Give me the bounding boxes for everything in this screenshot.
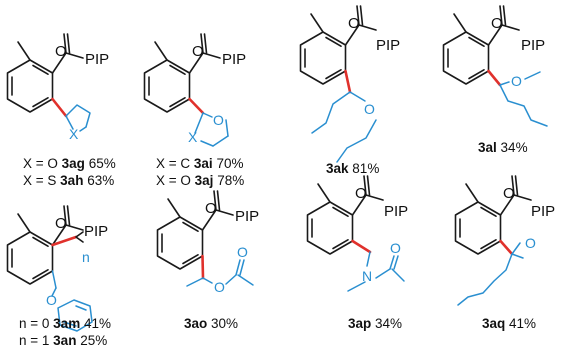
svg-text:X: X xyxy=(69,126,79,142)
caption-3ao: 3ao 30% xyxy=(184,316,238,331)
structure-3ai-3aj: O PIP O X xyxy=(143,33,246,147)
svg-text:O: O xyxy=(525,235,536,251)
svg-text:O: O xyxy=(390,240,401,256)
caption-3ah: X = S 3ah 63% xyxy=(23,173,114,188)
svg-text:X = S 3ah 63%: X = S 3ah 63% xyxy=(23,173,114,188)
svg-text:n = 0 3am 41%: n = 0 3am 41% xyxy=(19,316,111,331)
svg-text:3ap 34%: 3ap 34% xyxy=(348,316,402,331)
svg-text:X = C 3ai 70%: X = C 3ai 70% xyxy=(156,156,243,171)
caption-3ak: 3ak 81% xyxy=(326,161,379,176)
svg-text:X = O 3aj 78%: X = O 3aj 78% xyxy=(156,173,244,188)
svg-text:PIP: PIP xyxy=(531,203,555,220)
svg-text:n: n xyxy=(82,249,90,265)
svg-text:O: O xyxy=(213,112,224,128)
svg-text:PIP: PIP xyxy=(222,51,246,68)
caption-3ap: 3ap 34% xyxy=(348,316,402,331)
structure-3ap: O PIP N O xyxy=(306,175,408,292)
svg-text:O: O xyxy=(214,279,225,295)
svg-text:X = O 3ag 65%: X = O 3ag 65% xyxy=(23,156,116,171)
svg-text:O: O xyxy=(364,101,375,117)
svg-text:O: O xyxy=(192,43,204,60)
caption-3ai: X = C 3ai 70% xyxy=(156,156,243,171)
caption-3aj: X = O 3aj 78% xyxy=(156,173,244,188)
caption-3ag: X = O 3ag 65% xyxy=(23,156,116,171)
structure-3ak: O PIP O xyxy=(299,5,400,163)
svg-text:X: X xyxy=(188,129,198,145)
svg-text:O: O xyxy=(355,185,367,202)
svg-text:O: O xyxy=(348,15,360,32)
svg-text:O: O xyxy=(205,200,217,217)
svg-text:n = 1 3an 25%: n = 1 3an 25% xyxy=(19,333,107,348)
svg-text:O: O xyxy=(491,15,503,32)
svg-text:O: O xyxy=(511,73,522,89)
svg-text:PIP: PIP xyxy=(85,51,109,68)
structure-3ao: O PIP O O xyxy=(156,190,259,295)
svg-text:PIP: PIP xyxy=(521,37,545,54)
svg-text:PIP: PIP xyxy=(84,223,108,240)
svg-text:O: O xyxy=(46,292,57,308)
caption-3aq: 3aq 41% xyxy=(482,316,536,331)
structure-3al: O PIP O xyxy=(442,5,548,127)
svg-text:3al 34%: 3al 34% xyxy=(478,140,528,155)
svg-text:3ao 30%: 3ao 30% xyxy=(184,316,238,331)
structure-3ag-3ah: O PIP X xyxy=(6,33,109,142)
caption-3an: n = 1 3an 25% xyxy=(19,333,107,348)
structure-3aq: O PIP O xyxy=(454,175,555,306)
caption-3am: n = 0 3am 41% xyxy=(19,316,111,331)
structure-3am-3an: O PIP n O xyxy=(6,205,108,332)
svg-text:PIP: PIP xyxy=(384,203,408,220)
svg-text:3aq 41%: 3aq 41% xyxy=(482,316,536,331)
svg-text:3ak 81%: 3ak 81% xyxy=(326,161,379,176)
svg-text:PIP: PIP xyxy=(376,37,400,54)
svg-text:O: O xyxy=(55,43,67,60)
svg-text:O: O xyxy=(237,244,248,260)
caption-3al: 3al 34% xyxy=(478,140,528,155)
svg-text:PIP: PIP xyxy=(235,208,259,225)
svg-text:N: N xyxy=(362,268,372,284)
svg-text:O: O xyxy=(55,215,67,232)
svg-text:O: O xyxy=(503,185,515,202)
